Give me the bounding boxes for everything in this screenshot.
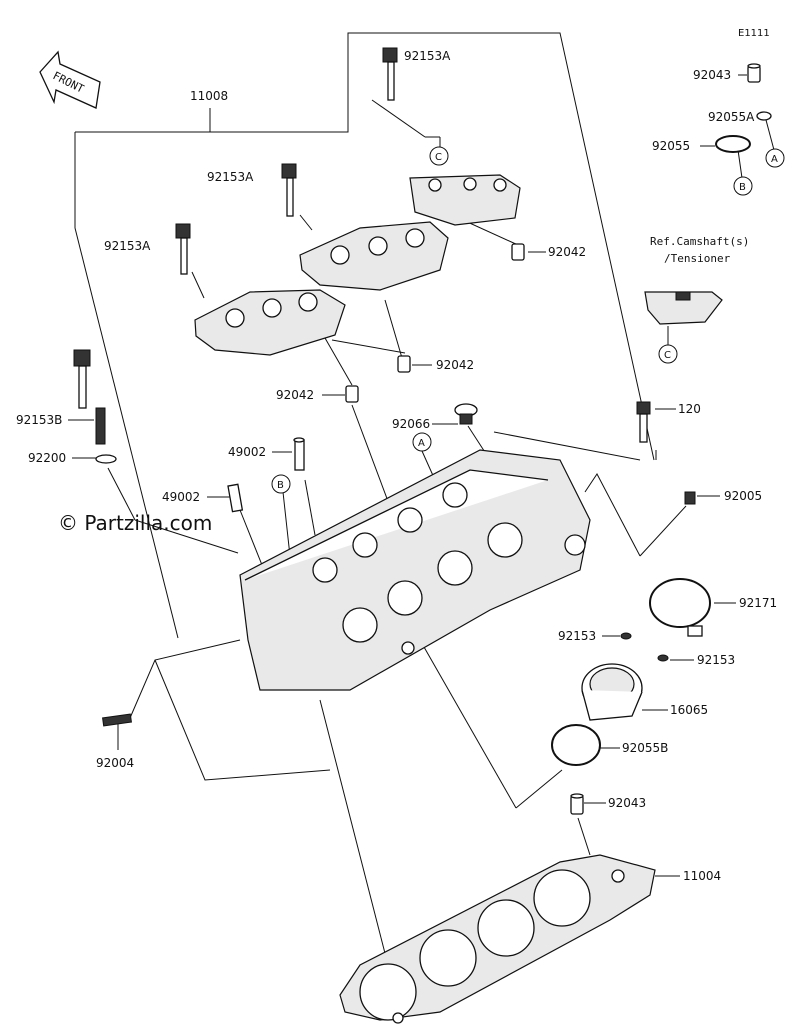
dowel-92042-1: [511, 243, 525, 261]
label-92042-1: 92042: [548, 245, 586, 259]
bolt-92153A-2: [281, 163, 297, 217]
callout-b-right: B: [733, 176, 753, 196]
label-92200: 92200: [28, 451, 66, 465]
label-92153A-3: 92153A: [104, 239, 151, 253]
label-92153-1: 92153: [558, 629, 596, 643]
label-92043-bottom: 92043: [608, 796, 646, 810]
leader-lines: [68, 32, 775, 966]
label-92055B: 92055B: [622, 741, 668, 755]
camshaft-cap-lower: [194, 289, 346, 356]
callout-b-head: B: [271, 474, 291, 494]
stud-92004: [102, 713, 132, 727]
dowel-92042-2: [397, 355, 411, 373]
cylinder-head-11008: [239, 449, 591, 691]
diagram-code: E1111: [738, 28, 770, 39]
clamp-92171: [649, 578, 711, 637]
guide-49002-1: [293, 437, 305, 471]
o-ring-92055: [715, 135, 751, 153]
label-92004: 92004: [96, 756, 134, 770]
label-120: 120: [678, 402, 701, 416]
bolt-92153A-1: [382, 47, 398, 101]
label-11004: 11004: [683, 869, 721, 883]
screw-92153-2: [657, 654, 669, 662]
svg-text:B: B: [739, 182, 746, 193]
dowel-92042-3: [345, 385, 359, 403]
dowel-92043-bottom: [570, 793, 584, 815]
reference-note-line2: /Tensioner: [664, 252, 731, 265]
label-92153A-2: 92153A: [207, 170, 254, 184]
label-92171: 92171: [739, 596, 777, 610]
dowel-pin-92043-top: [747, 63, 761, 83]
front-arrow-icon: FRONT: [39, 50, 101, 109]
bolt-92153B: [73, 349, 106, 445]
screw-92153-1: [620, 632, 632, 640]
svg-text:B: B: [277, 480, 284, 491]
plug-92066: [454, 403, 478, 425]
callout-c-right: C: [658, 344, 678, 364]
guide-49002-2: [227, 483, 244, 513]
label-92042-2: 92042: [436, 358, 474, 372]
bolt-120: [636, 401, 651, 443]
label-92005: 92005: [724, 489, 762, 503]
callout-c-upper: C: [429, 146, 449, 166]
label-92153-2: 92153: [697, 653, 735, 667]
bolt-92153A-3: [175, 223, 191, 275]
label-11008: 11008: [190, 89, 228, 103]
label-92042-3: 92042: [276, 388, 314, 402]
reference-note-line1: Ref.Camshaft(s): [650, 235, 749, 248]
head-gasket-11004: [339, 854, 656, 1024]
svg-text:A: A: [771, 154, 778, 165]
holder-16065: [581, 663, 643, 721]
watermark: © Partzilla.com: [58, 511, 212, 535]
label-92153A-1: 92153A: [404, 49, 451, 63]
label-92153B: 92153B: [16, 413, 62, 427]
camshaft-cap-upper: [409, 174, 521, 226]
camshaft-tensioner-ref: [644, 291, 723, 325]
o-ring-92055B: [551, 724, 601, 766]
camshaft-cap-middle: [299, 221, 449, 291]
washer-92200: [95, 454, 117, 464]
label-49002-2: 49002: [162, 490, 200, 504]
svg-text:C: C: [664, 350, 671, 361]
sensor-92005: [684, 491, 696, 505]
svg-text:C: C: [435, 152, 442, 163]
callout-a-head: A: [412, 432, 432, 452]
label-92066: 92066: [392, 417, 430, 431]
label-16065: 16065: [670, 703, 708, 717]
label-92043-top: 92043: [693, 68, 731, 82]
label-92055: 92055: [652, 139, 690, 153]
label-92055A: 92055A: [708, 110, 755, 124]
label-49002-1: 49002: [228, 445, 266, 459]
svg-text:A: A: [418, 438, 425, 449]
callout-a-right: A: [765, 148, 785, 168]
o-ring-92055A: [756, 111, 772, 121]
